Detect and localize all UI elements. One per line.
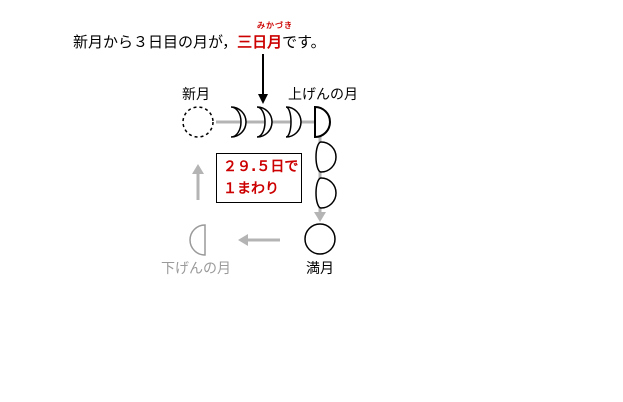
new-moon-icon (182, 106, 214, 138)
cycle-period-box: ２９.５日で １まわり (216, 153, 302, 203)
crescent-moon-icon (285, 106, 302, 138)
label-last-quarter: 下げんの月 (161, 261, 231, 277)
arrow-down-head (314, 212, 326, 222)
gibbous-moon-icon (315, 141, 337, 173)
furigana-mikazuki: みかづき (257, 21, 293, 30)
label-new-moon: 新月 (182, 87, 210, 103)
arrow-up-head (192, 164, 204, 174)
gibbous-moon-icon (315, 177, 337, 209)
sentence-lead: 新月から３日目の月が， (73, 33, 238, 51)
first-quarter-moon-icon (314, 105, 331, 139)
cycle-line-2: １まわり (223, 181, 279, 197)
crescent-moon-icon (230, 106, 247, 138)
sentence-end: です。 (282, 33, 326, 51)
sentence-highlight: 三日月 (237, 33, 283, 51)
label-full-moon: 満月 (306, 261, 334, 277)
last-quarter-moon-icon (189, 224, 206, 256)
pointer-arrow (258, 54, 268, 104)
label-first-quarter: 上げんの月 (288, 87, 358, 103)
full-moon-icon (304, 223, 336, 255)
intro-sentence: 新月から３日目の月が，三日月です。 (73, 35, 326, 50)
crescent-moon-icon (256, 106, 273, 138)
cycle-line-1: ２９.５日で (223, 159, 299, 175)
arrow-left-head (238, 234, 248, 246)
